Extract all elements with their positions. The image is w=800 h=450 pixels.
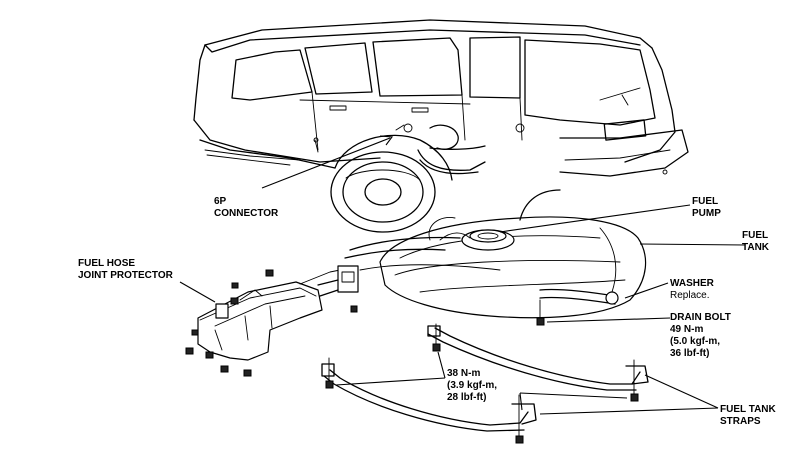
svg-text:38 N-m: 38 N-m (447, 368, 480, 379)
svg-text:FUEL HOSE: FUEL HOSE (78, 258, 135, 269)
bolt-icon (191, 329, 199, 336)
svg-text:STRAPS: STRAPS (720, 416, 761, 427)
svg-text:WASHER: WASHER (670, 278, 715, 289)
bolt-icon (432, 343, 441, 352)
label-fuel-pump: FUEL PUMP (692, 196, 721, 219)
svg-text:FUEL TANK: FUEL TANK (720, 404, 777, 415)
bolt-icon (231, 282, 239, 289)
tank-straps-illustration (321, 325, 649, 432)
hose-protector-illustration (197, 265, 359, 361)
bolt-icon (243, 369, 252, 377)
label-fuel-tank: FUEL TANK (742, 230, 770, 253)
svg-text:(3.9 kgf-m,: (3.9 kgf-m, (447, 380, 497, 391)
vehicle-illustration (193, 19, 689, 233)
svg-text:(5.0 kgf-m,: (5.0 kgf-m, (670, 336, 720, 347)
svg-text:FUEL: FUEL (742, 230, 768, 241)
svg-text:49 N-m: 49 N-m (670, 324, 703, 335)
bolt-icon (536, 317, 545, 326)
bolt-icon (205, 351, 214, 359)
bolt-icon (350, 305, 358, 313)
label-6p-connector: 6P CONNECTOR (214, 196, 279, 219)
leader-lines (179, 135, 746, 415)
svg-text:Replace.: Replace. (670, 290, 709, 301)
svg-text:PUMP: PUMP (692, 208, 721, 219)
label-strap-torque: 38 N-m (3.9 kgf-m, 28 lbf-ft) (447, 368, 497, 403)
svg-text:6P: 6P (214, 196, 227, 207)
bolt-icon (265, 269, 274, 277)
svg-text:36 lbf-ft): 36 lbf-ft) (670, 348, 709, 359)
svg-text:JOINT PROTECTOR: JOINT PROTECTOR (78, 270, 174, 281)
bolt-icons (185, 269, 639, 444)
bolt-icon (230, 297, 239, 305)
bolt-icon (325, 380, 334, 389)
label-fuel-tank-straps: FUEL TANK STRAPS (720, 404, 777, 427)
svg-text:TANK: TANK (742, 242, 770, 253)
bolt-icon (515, 435, 524, 444)
bolt-icon (220, 365, 229, 373)
bolt-icon (185, 347, 194, 355)
svg-text:DRAIN BOLT: DRAIN BOLT (670, 312, 731, 323)
label-fuel-hose-joint-protector: FUEL HOSE JOINT PROTECTOR (78, 258, 174, 281)
svg-text:CONNECTOR: CONNECTOR (214, 208, 279, 219)
svg-text:28 lbf-ft): 28 lbf-ft) (447, 392, 486, 403)
label-washer: WASHER Replace. (670, 278, 715, 301)
fuel-tank-illustration (344, 189, 647, 319)
bolt-icon (630, 393, 639, 402)
label-drain-bolt: DRAIN BOLT 49 N-m (5.0 kgf-m, 36 lbf-ft) (670, 312, 731, 359)
svg-text:FUEL: FUEL (692, 196, 718, 207)
